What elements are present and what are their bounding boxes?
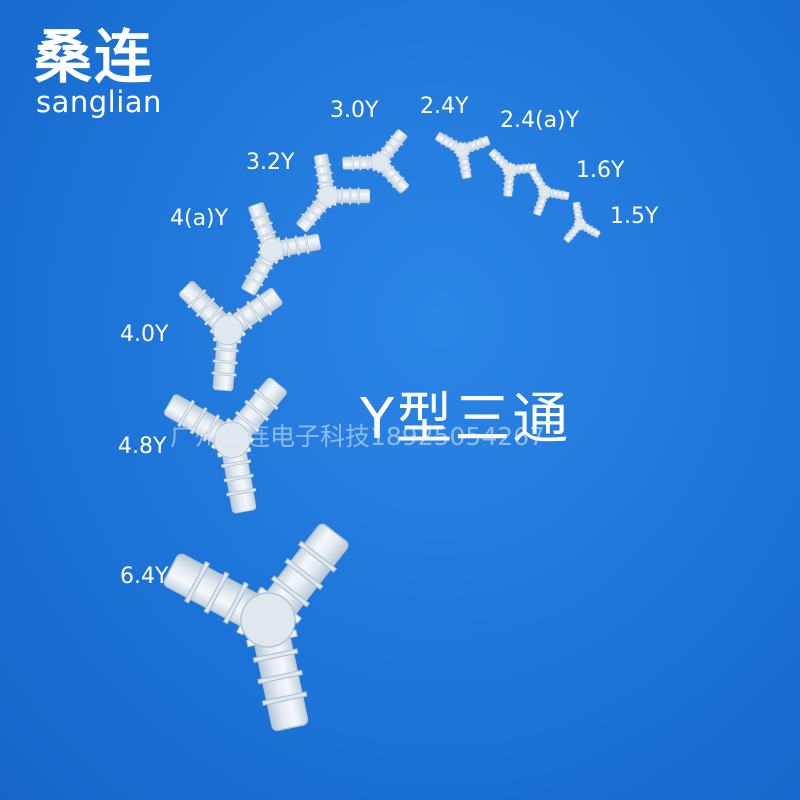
fitting-1-5	[563, 201, 601, 243]
fitting-4-0	[179, 281, 283, 392]
watermark-text: 广州桑连电子科技18925054267	[170, 422, 545, 451]
size-label-2-4a: 2.4(a)Y	[500, 108, 580, 133]
size-label-6-4: 6.4Y	[120, 564, 169, 589]
size-label-2-4: 2.4Y	[420, 94, 469, 119]
brand-logo-en: sanglian	[36, 85, 162, 119]
fitting-4-8	[163, 377, 287, 514]
product-title: Y型三通	[360, 387, 571, 452]
brand-logo-cn: 桑连	[34, 23, 155, 91]
size-label-3-0: 3.0Y	[330, 98, 379, 123]
size-label-3-2: 3.2Y	[246, 150, 295, 175]
fitting-3-2	[296, 153, 371, 232]
fitting-1-6	[529, 169, 570, 216]
size-label-1-6: 1.6Y	[576, 158, 625, 183]
fitting-2-4	[435, 131, 491, 179]
fitting-3-0	[342, 129, 410, 194]
fitting-2-4a	[488, 148, 537, 197]
size-label-4-8: 4.8Y	[118, 434, 167, 459]
size-label-1-5: 1.5Y	[610, 204, 659, 229]
size-label-4a: 4(a)Y	[170, 206, 229, 231]
fitting-6-4	[163, 523, 349, 732]
size-label-4-0: 4.0Y	[120, 322, 169, 347]
fitting-4a	[241, 202, 321, 296]
